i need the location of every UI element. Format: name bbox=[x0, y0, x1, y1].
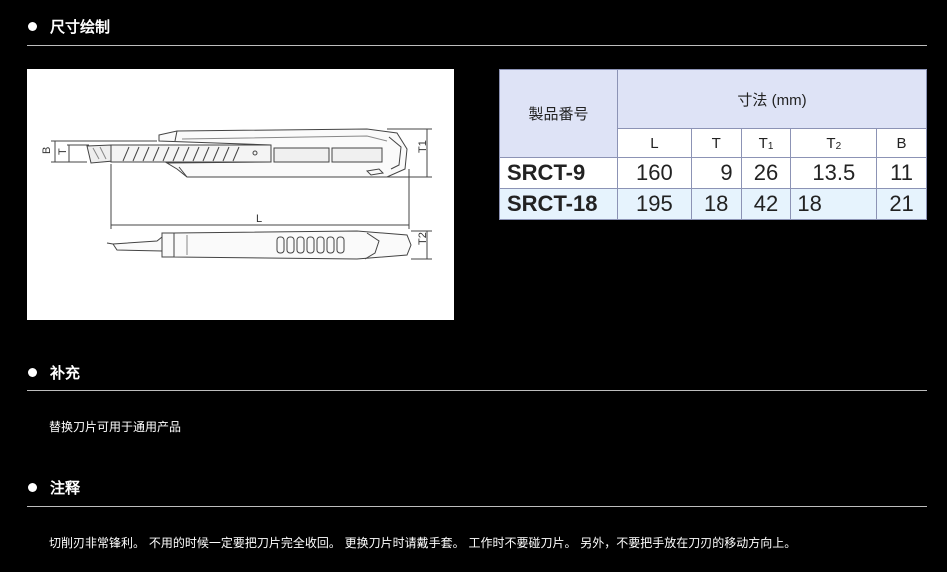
dim-label-l: L bbox=[256, 213, 262, 225]
section-title-supplement: 补充 bbox=[28, 362, 80, 383]
spec-table: 製品番号 寸法 (mm) L T T1 T2 B SRCT-9 160 9 26… bbox=[499, 69, 927, 220]
dim-label-t: T bbox=[57, 148, 69, 155]
model-cell: SRCT-9 bbox=[499, 157, 618, 189]
dim-label-b: B bbox=[41, 147, 53, 154]
table-row: SRCT-18 195 18 42 18 21 bbox=[499, 188, 927, 220]
table-row: SRCT-9 160 9 26 13.5 11 bbox=[499, 157, 927, 189]
col-header-t2: T2 bbox=[790, 128, 878, 158]
value-cell-t2: 18 bbox=[790, 188, 878, 220]
value-cell-l: 195 bbox=[617, 188, 692, 220]
divider bbox=[27, 45, 927, 46]
divider bbox=[27, 506, 927, 507]
dim-label-t1: T1 bbox=[417, 140, 429, 153]
bullet-icon bbox=[28, 483, 37, 492]
section-title-text: 注释 bbox=[50, 479, 81, 497]
bullet-icon bbox=[28, 22, 37, 31]
bullet-icon bbox=[28, 368, 37, 377]
dim-header: 寸法 (mm) bbox=[617, 69, 927, 129]
value-cell-l: 160 bbox=[617, 157, 692, 189]
value-cell-t: 18 bbox=[690, 188, 742, 220]
value-cell-b: 11 bbox=[876, 157, 927, 189]
section-title-text: 补充 bbox=[50, 364, 81, 382]
model-header: 製品番号 bbox=[499, 69, 618, 158]
cutter-dimension-drawing: B T L T1 T2 bbox=[27, 69, 454, 320]
divider bbox=[27, 390, 927, 391]
cutter-drawing-svg: B T L T1 T2 bbox=[41, 128, 432, 260]
col-header-t: T bbox=[690, 128, 742, 158]
value-cell-t2: 13.5 bbox=[790, 157, 878, 189]
section-title-notes: 注释 bbox=[28, 477, 80, 498]
supplement-text: 替换刀片可用于通用产品 bbox=[49, 420, 182, 434]
section-title-dimensions: 尺寸绘制 bbox=[28, 16, 110, 37]
section-title-text: 尺寸绘制 bbox=[50, 18, 111, 36]
column-header-row: L T T1 T2 B bbox=[500, 128, 927, 158]
value-cell-t1: 26 bbox=[740, 157, 792, 189]
dim-label-t2: T2 bbox=[417, 232, 429, 245]
value-cell-b: 21 bbox=[876, 188, 927, 220]
value-cell-t: 9 bbox=[690, 157, 742, 189]
notes-text: 切削刃非常锋利。 不用的时候一定要把刀片完全收回。 更换刀片时请戴手套。 工作时… bbox=[49, 536, 797, 550]
col-header-b: B bbox=[876, 128, 927, 158]
value-cell-t1: 42 bbox=[740, 188, 792, 220]
col-header-l: L bbox=[617, 128, 692, 158]
model-cell: SRCT-18 bbox=[499, 188, 618, 220]
col-header-t1: T1 bbox=[740, 128, 792, 158]
